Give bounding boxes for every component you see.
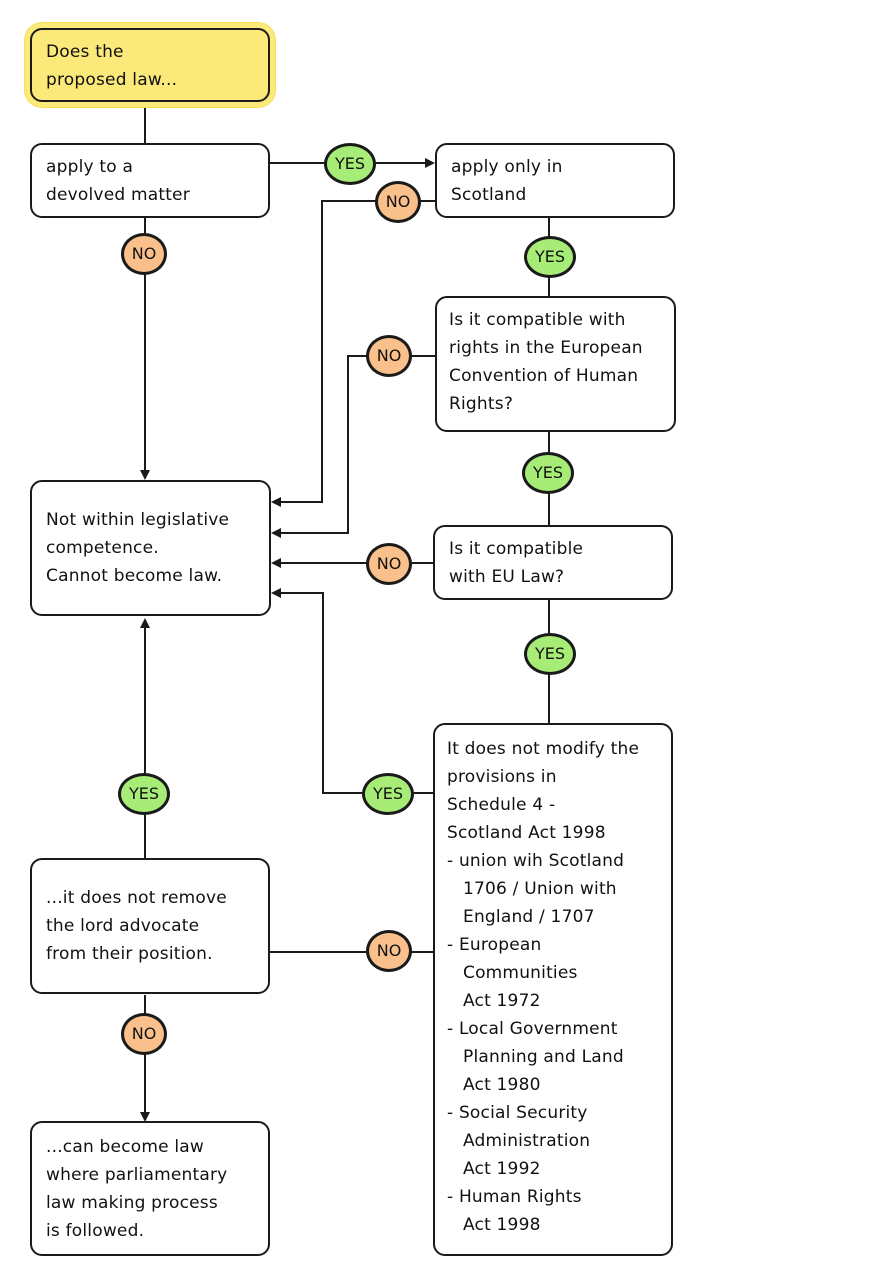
- schedule-item-human-rights: - Human Rights: [447, 1187, 582, 1207]
- node-schedule-4: It does not modify the provisions in Sch…: [433, 723, 673, 1256]
- node-notwithin-line: Not within legislative: [46, 510, 230, 530]
- node-scotland-line: Scotland: [451, 185, 527, 205]
- node-devolved-line: devolved matter: [46, 185, 190, 205]
- node-lordadvocate-line: from their position.: [46, 944, 213, 964]
- edge-schedule-notwithin: [271, 588, 434, 794]
- node-start: Does the proposed law...: [30, 28, 270, 102]
- node-can-become-law: ...can become law where parliamentary la…: [30, 1121, 270, 1256]
- node-schedule-line: Schedule 4 -: [447, 795, 556, 815]
- node-lordadvocate-line: the lord advocate: [46, 916, 200, 936]
- schedule-item-local-government: Act 1980: [463, 1075, 541, 1095]
- badge-no-echr: NO: [366, 335, 412, 377]
- schedule-item-union-acts: 1706 / Union with: [463, 879, 617, 899]
- schedule-item-union-acts: England / 1707: [463, 907, 595, 927]
- badge-yes-schedule: YES: [362, 773, 414, 815]
- schedule-item-union-acts: - union wih Scotland: [447, 851, 625, 871]
- node-lord-advocate: ...it does not remove the lord advocate …: [30, 858, 270, 994]
- schedule-item-local-government: Planning and Land: [463, 1047, 624, 1067]
- node-becomelaw-line: where parliamentary: [46, 1165, 228, 1185]
- badge-no-devolved: NO: [121, 233, 167, 275]
- badge-yes-eu: YES: [524, 633, 576, 675]
- node-eu-line: Is it compatible: [449, 539, 584, 559]
- node-echr-compatible: Is it compatible with rights in the Euro…: [435, 296, 676, 432]
- schedule-item-european-communities: - European: [447, 935, 542, 955]
- node-not-within-competence: Not within legislative competence. Canno…: [30, 480, 271, 616]
- node-devolved-line: apply to a: [46, 157, 134, 177]
- badge-no-eu: NO: [366, 543, 412, 585]
- node-apply-only-in-scotland: apply only in Scotland: [435, 143, 675, 218]
- node-start-line: proposed law...: [46, 70, 178, 90]
- node-notwithin-line: competence.: [46, 538, 159, 558]
- badge-no-schedule: NO: [366, 930, 412, 972]
- node-echr-line: rights in the European: [449, 338, 643, 358]
- node-lordadvocate-line: ...it does not remove: [46, 888, 227, 908]
- schedule-item-social-security: Administration: [463, 1131, 591, 1151]
- badge-no-lord-advocate: NO: [121, 1013, 167, 1055]
- badge-yes-scotland: YES: [524, 236, 576, 278]
- badge-yes-devolved: YES: [324, 143, 376, 185]
- node-start-line: Does the: [46, 42, 124, 62]
- node-echr-line: Is it compatible with: [449, 310, 626, 330]
- schedule-item-european-communities: Act 1972: [463, 991, 541, 1011]
- node-becomelaw-line: law making process: [46, 1193, 218, 1213]
- badge-no-scotland: NO: [375, 181, 421, 223]
- node-eu-line: with EU Law?: [449, 567, 565, 587]
- node-schedule-line: It does not modify the: [447, 739, 640, 759]
- node-eu-law-compatible: Is it compatible with EU Law?: [433, 525, 673, 600]
- node-echr-line: Rights?: [449, 394, 514, 414]
- schedule-item-european-communities: Communities: [463, 963, 578, 983]
- badge-yes-lord-advocate: YES: [118, 773, 170, 815]
- node-schedule-line: Scotland Act 1998: [447, 823, 606, 843]
- node-devolved-matter: apply to a devolved matter: [30, 143, 270, 218]
- badge-yes-echr: YES: [522, 452, 574, 494]
- node-scotland-line: apply only in: [451, 157, 563, 177]
- edge-echr-notwithin: [271, 355, 436, 538]
- schedule-item-social-security: Act 1992: [463, 1159, 541, 1179]
- node-becomelaw-line: is followed.: [46, 1221, 145, 1241]
- node-echr-line: Convention of Human: [449, 366, 639, 386]
- node-schedule-line: provisions in: [447, 767, 557, 787]
- schedule-item-human-rights: Act 1998: [463, 1215, 541, 1235]
- node-becomelaw-line: ...can become law: [46, 1137, 205, 1157]
- node-notwithin-line: Cannot become law.: [46, 566, 223, 586]
- schedule-item-local-government: - Local Government: [447, 1019, 618, 1039]
- schedule-item-social-security: - Social Security: [447, 1103, 588, 1123]
